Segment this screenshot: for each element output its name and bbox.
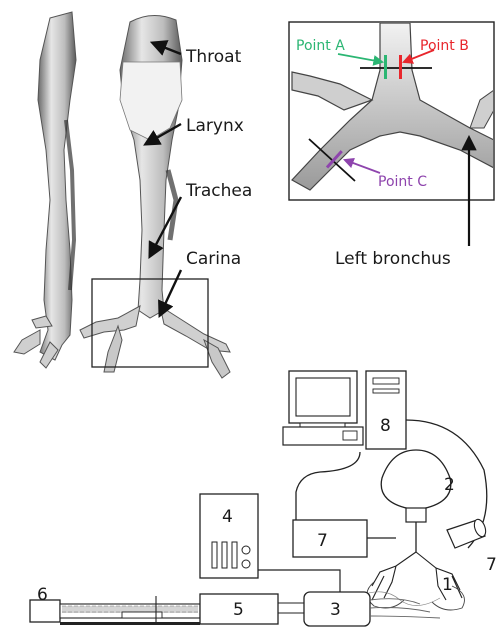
computer [283,371,406,449]
reservoir-number: 6 [37,585,48,605]
carina-arrow [160,270,181,315]
lung-volume-number: 2 [444,475,455,495]
throat-label: Throat [185,47,242,67]
lung-volume [381,450,451,522]
chamber-number: 3 [330,600,341,620]
airway-side-view [14,12,76,368]
point-a-label: Point A [296,38,345,54]
larynx-label: Larynx [186,116,244,136]
trachea-label: Trachea [185,181,252,201]
point-c-label: Point C [378,174,427,190]
carina-label: Carina [186,249,241,269]
camera-controller [293,520,367,557]
left-bronchus-label: Left bronchus [335,249,451,269]
point-b-label: Point B [420,38,469,54]
camera [447,518,488,548]
computer-number: 8 [380,416,391,436]
airway-model-number: 1 [442,575,453,595]
camera-controller-number: 7 [317,531,328,551]
pump-number: 5 [233,600,244,620]
function-generator-number: 4 [222,507,233,527]
reservoir [30,596,200,625]
camera-number: 7 [486,555,497,575]
